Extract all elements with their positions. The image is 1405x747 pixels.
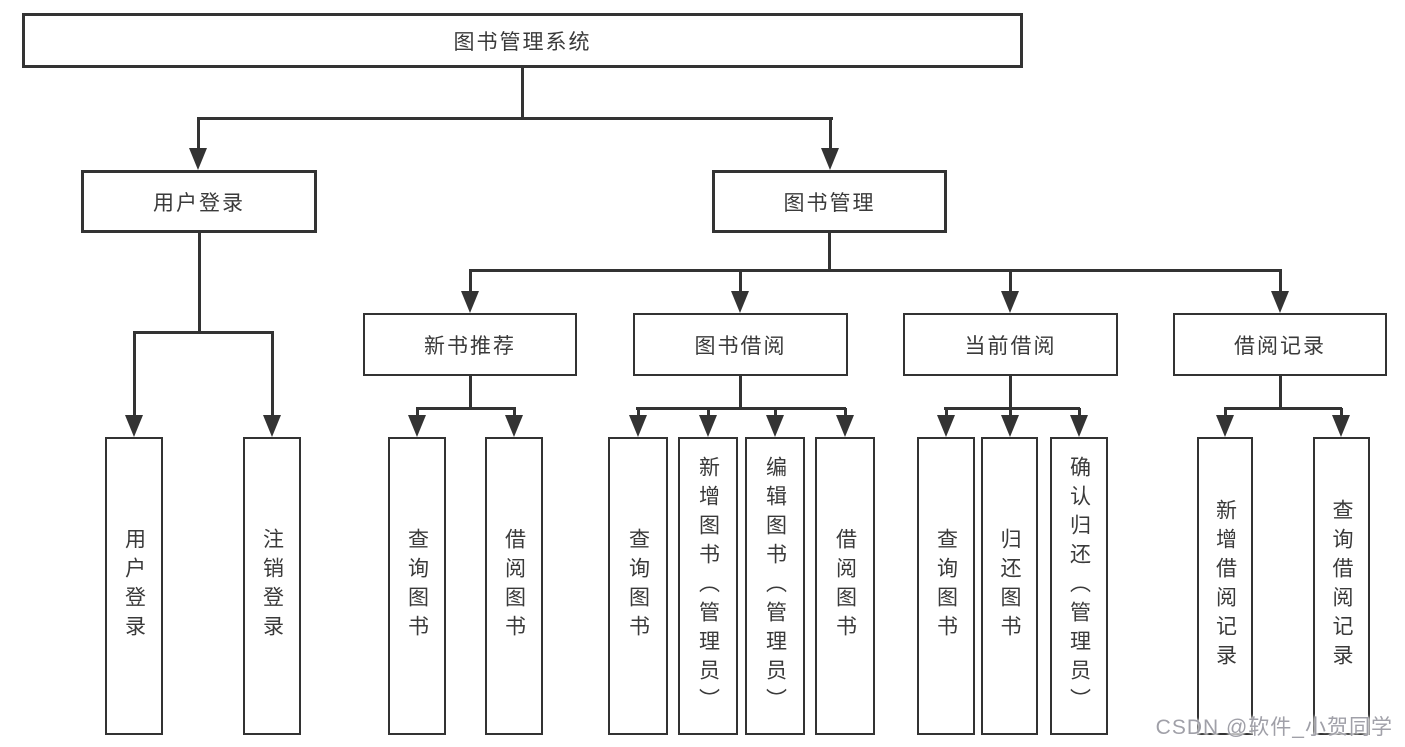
connector-line [133,331,274,334]
node-library-system-label: 图书管理系统 [453,30,592,54]
connector-arrowhead [125,415,143,437]
connector-line [513,408,516,417]
node-current-borrow: 当前借阅 [903,313,1118,376]
leaf-query-books-current: 查询图书 [917,437,975,735]
leaf-borrow-books-recommend: 借阅图书 [485,437,543,735]
connector-arrowhead [263,415,281,437]
connector-line [829,118,832,149]
connector-arrowhead [836,415,854,437]
connector-line [1009,270,1012,293]
connector-line [828,233,831,270]
leaf-user-login-label: 用户登录 [122,528,146,644]
connector-line [469,376,472,409]
connector-arrowhead [1001,291,1019,313]
connector-arrowhead [1216,415,1234,437]
connector-line [739,270,742,293]
connector-arrowhead [766,415,784,437]
connector-line [198,233,201,333]
leaf-edit-book-admin: 编辑图书（管理员） [745,437,805,735]
leaf-query-borrow-record: 查询借阅记录 [1313,437,1370,735]
connector-line [469,269,1282,272]
leaf-borrow-books: 借阅图书 [815,437,875,735]
leaf-query-books-borrow-label: 查询图书 [626,528,650,644]
node-book-borrow-label: 图书借阅 [694,334,787,358]
connector-line [1009,408,1012,417]
connector-arrowhead [731,291,749,313]
node-current-borrow-label: 当前借阅 [964,334,1057,358]
leaf-query-books-current-label: 查询图书 [934,528,958,644]
connector-line [469,270,472,293]
leaf-add-borrow-record: 新增借阅记录 [1197,437,1253,735]
connector-line [1279,270,1282,293]
connector-arrowhead [1271,291,1289,313]
connector-line [197,117,833,120]
connector-line [844,408,847,417]
connector-arrowhead [1070,415,1088,437]
connector-line [416,407,516,410]
connector-arrowhead [461,291,479,313]
connector-arrowhead [1001,415,1019,437]
leaf-query-borrow-record-label: 查询借阅记录 [1330,499,1353,673]
connector-line [133,333,136,417]
connector-line [944,407,1080,410]
connector-arrowhead [821,148,839,170]
node-new-book-recommend-label: 新书推荐 [424,334,516,358]
node-new-book-recommend: 新书推荐 [363,313,577,376]
connector-line [636,407,846,410]
leaf-logout-label: 注销登录 [260,528,284,644]
node-library-system: 图书管理系统 [22,13,1023,68]
connector-arrowhead [699,415,717,437]
csdn-watermark: CSDN @软件_小贺同学 [1155,716,1393,739]
leaf-edit-book-admin-label: 编辑图书（管理员） [763,455,787,717]
connector-line [774,408,777,417]
connector-line [416,408,419,417]
connector-line [197,118,200,149]
node-borrow-records-label: 借阅记录 [1234,334,1326,358]
connector-line [1340,408,1343,417]
connector-line [271,333,274,417]
leaf-add-book-admin-label: 新增图书（管理员） [696,455,720,717]
leaf-query-books-recommend-label: 查询图书 [405,528,429,644]
connector-arrowhead [1332,415,1350,437]
connector-line [1224,407,1342,410]
leaf-confirm-return-admin: 确认归还（管理员） [1050,437,1108,735]
leaf-query-books-recommend: 查询图书 [388,437,446,735]
connector-line [637,408,640,417]
node-book-management: 图书管理 [712,170,947,233]
connector-line [945,408,948,417]
leaf-logout: 注销登录 [243,437,301,735]
node-book-borrow: 图书借阅 [633,313,848,376]
connector-line [739,376,742,409]
connector-line [521,68,524,118]
connector-line [1224,408,1227,417]
leaf-borrow-books-recommend-label: 借阅图书 [502,528,526,644]
node-borrow-records: 借阅记录 [1173,313,1387,376]
node-user-login-label: 用户登录 [153,191,245,215]
connector-line [1009,376,1012,409]
connector-line [1078,408,1081,417]
connector-arrowhead [505,415,523,437]
connector-arrowhead [408,415,426,437]
leaf-return-book: 归还图书 [981,437,1038,735]
connector-arrowhead [189,148,207,170]
node-book-management-label: 图书管理 [783,191,876,215]
leaf-query-books-borrow: 查询图书 [608,437,668,735]
connector-line [1279,376,1282,409]
connector-arrowhead [937,415,955,437]
leaf-add-borrow-record-label: 新增借阅记录 [1213,499,1237,673]
leaf-user-login: 用户登录 [105,437,163,735]
connector-line [707,408,710,417]
leaf-add-book-admin: 新增图书（管理员） [678,437,738,735]
leaf-borrow-books-label: 借阅图书 [833,528,857,644]
connector-arrowhead [629,415,647,437]
leaf-return-book-label: 归还图书 [998,528,1021,644]
leaf-confirm-return-admin-label: 确认归还（管理员） [1067,455,1091,717]
node-user-login: 用户登录 [81,170,317,233]
